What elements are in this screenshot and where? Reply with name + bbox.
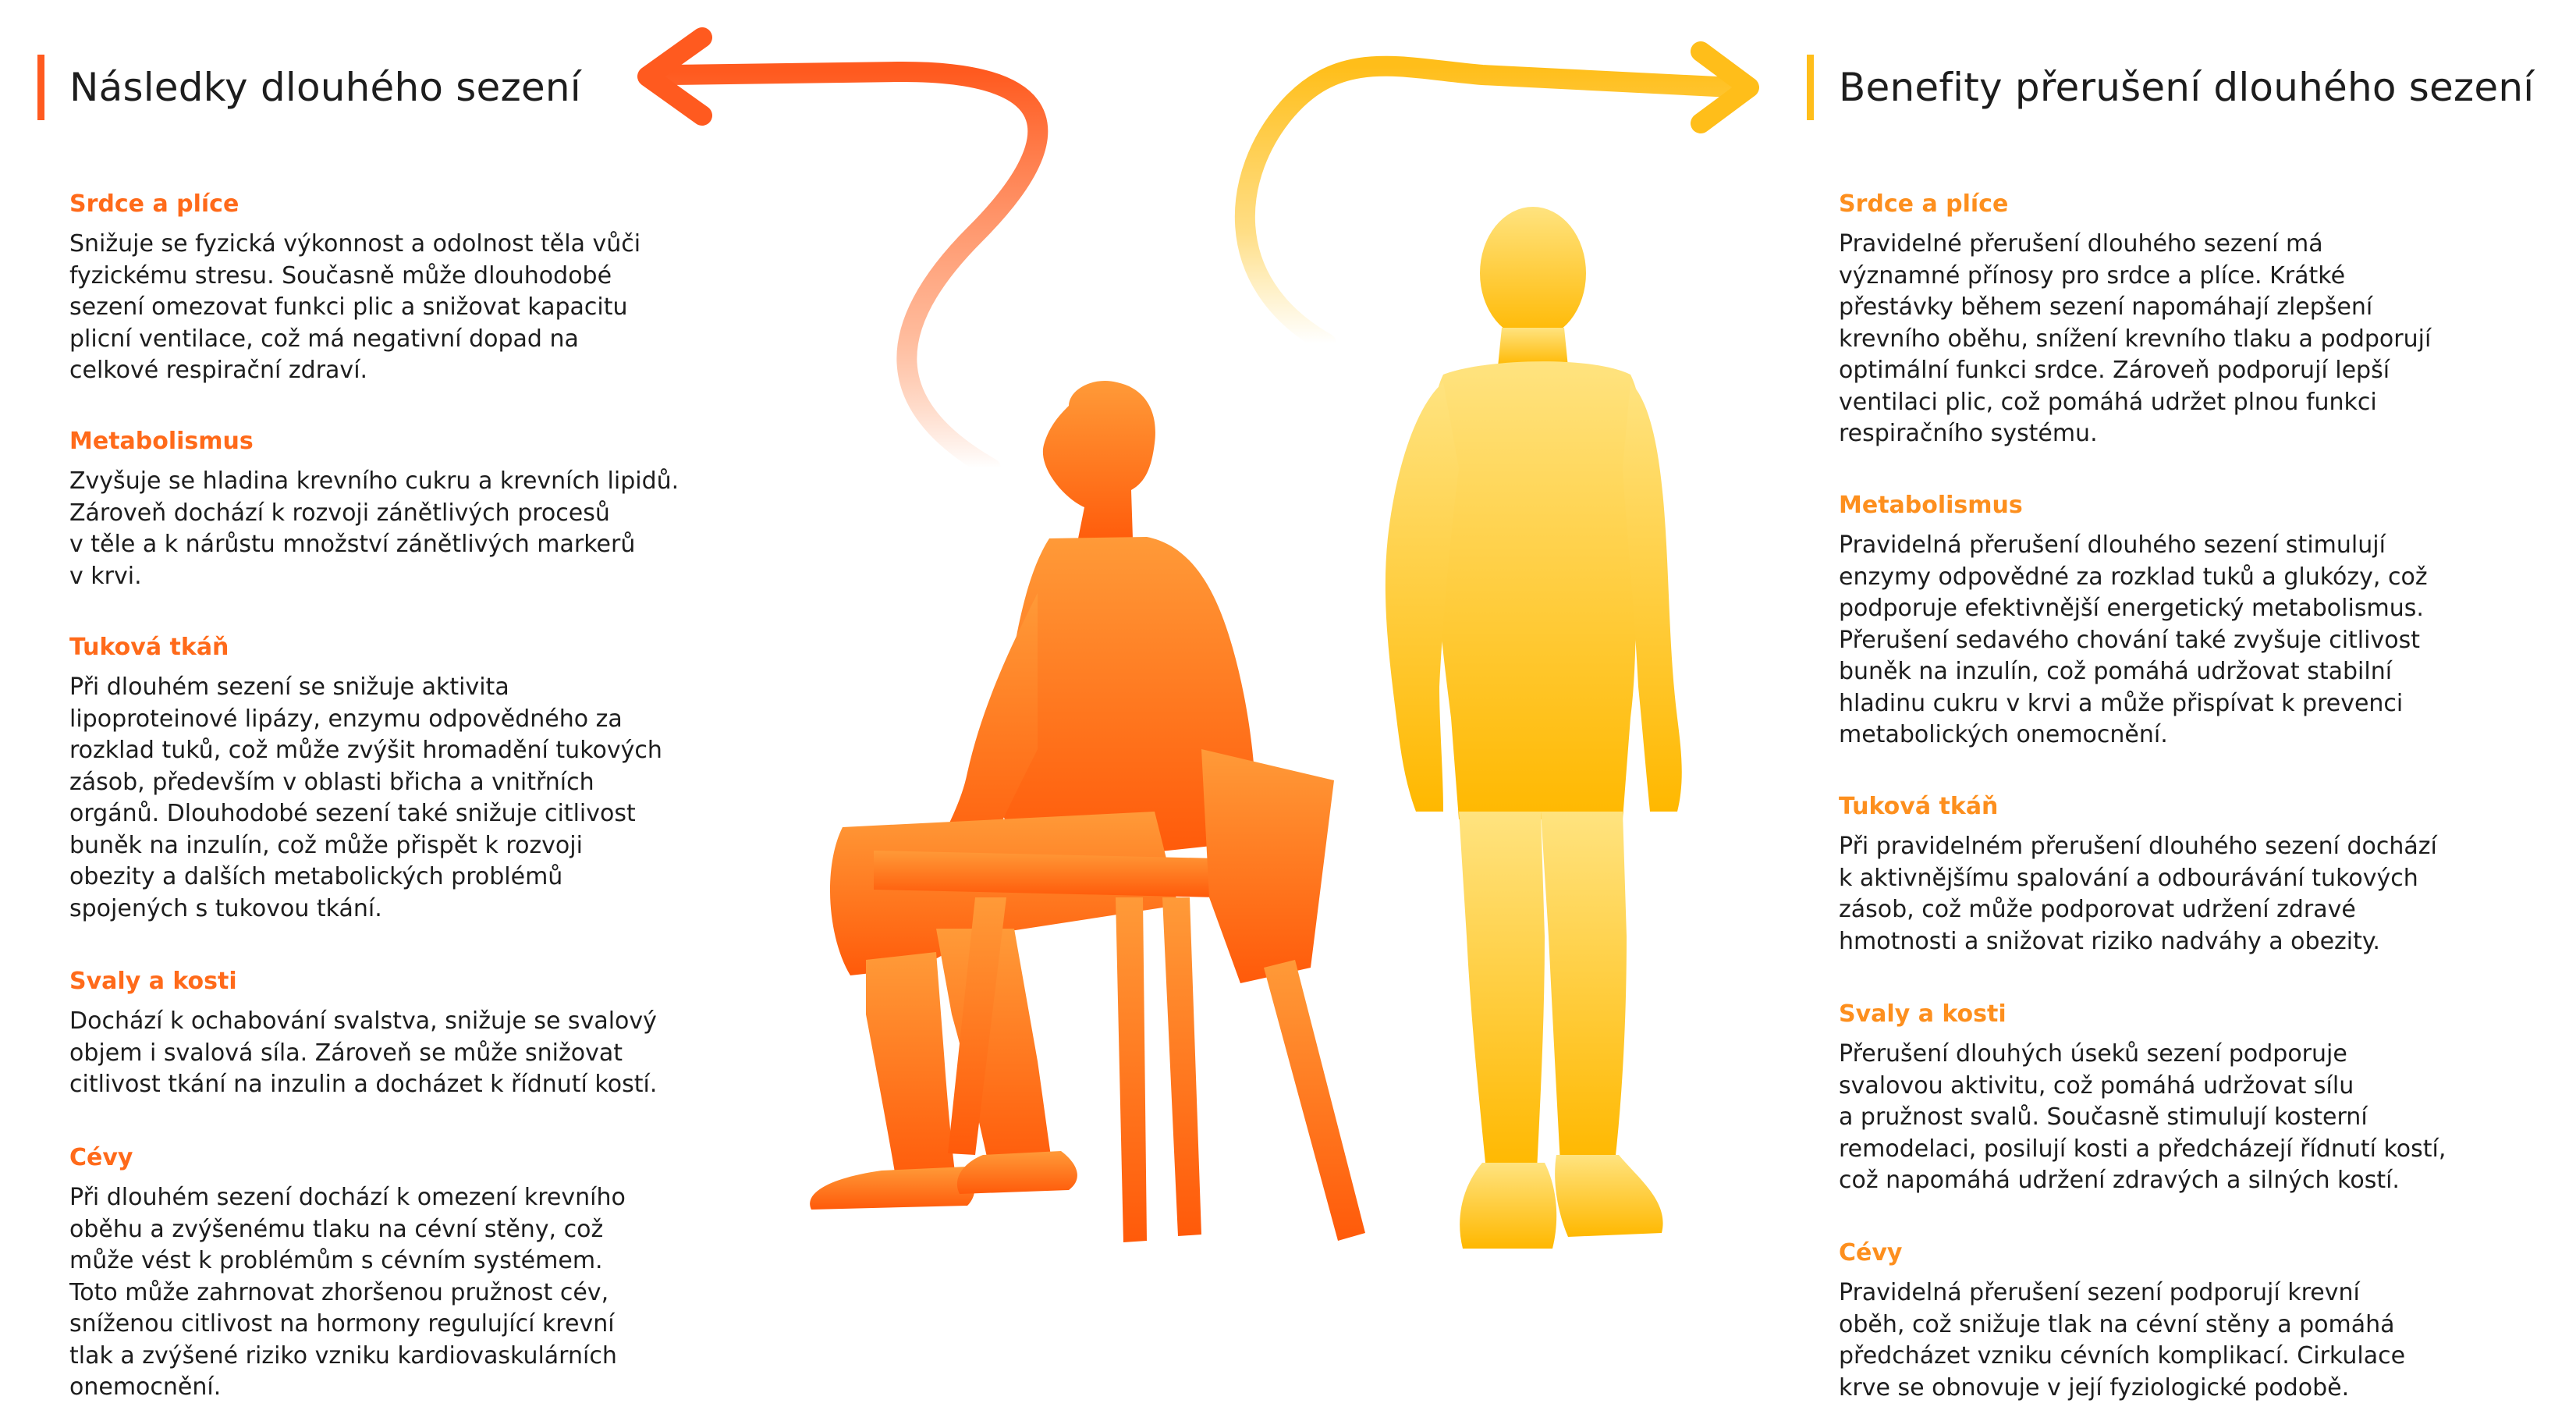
section-title: Metabolismus <box>1839 492 2023 519</box>
right-section-metabolism: Metabolismus Pravidelná přerušení dlouhé… <box>1839 492 2533 751</box>
right-section-heart-lungs: Srdce a plíce Pravidelné přerušení dlouh… <box>1839 190 2533 450</box>
right-section-vessels: Cévy Pravidelná přerušení sezení podporu… <box>1839 1239 2533 1404</box>
section-body: Při dlouhém sezení se snižuje aktivita l… <box>69 673 662 922</box>
section-title: Tuková tkáň <box>69 634 229 661</box>
section-body: Dochází k ochabování svalstva, snižuje s… <box>69 1007 658 1098</box>
left-section-fat-tissue: Tuková tkáň Při dlouhém sezení se snižuj… <box>69 634 764 925</box>
left-heading-accent-bar <box>37 55 44 120</box>
right-section-fat-tissue: Tuková tkáň Při pravidelném přerušení dl… <box>1839 793 2533 957</box>
section-body: Zvyšuje se hladina krevního cukru a krev… <box>69 467 679 590</box>
section-body: Pravidelná přerušení dlouhého sezení sti… <box>1839 531 2428 748</box>
left-section-heart-lungs: Srdce a plíce Snižuje se fyzická výkonno… <box>69 190 764 387</box>
section-body: Snižuje se fyzická výkonnost a odolnost … <box>69 230 641 384</box>
right-heading: Benefity přerušení dlouhého sezení <box>1807 55 2534 120</box>
section-body: Přerušení dlouhých úseků sezení podporuj… <box>1839 1040 2446 1194</box>
section-title: Srdce a plíce <box>69 190 240 218</box>
left-section-muscles-bones: Svaly a kosti Dochází k ochabování svals… <box>69 968 764 1101</box>
left-section-vessels: Cévy Při dlouhém sezení dochází k omezen… <box>69 1144 764 1404</box>
section-title: Tuková tkáň <box>1839 793 1999 820</box>
left-heading-text: Následky dlouhého sezení <box>69 65 581 110</box>
sitting-person-silhouette <box>810 381 1365 1242</box>
standing-person-silhouette <box>1385 207 1682 1249</box>
section-title: Metabolismus <box>69 428 254 455</box>
section-title: Srdce a plíce <box>1839 190 2009 218</box>
section-body: Při dlouhém sezení dochází k omezení kre… <box>69 1184 626 1401</box>
section-body: Při pravidelném přerušení dlouhého sezen… <box>1839 833 2437 955</box>
section-body: Pravidelná přerušení sezení podporují kr… <box>1839 1279 2406 1402</box>
section-body: Pravidelné přerušení dlouhého sezení má … <box>1839 230 2432 447</box>
left-heading: Následky dlouhého sezení <box>37 55 581 120</box>
section-title: Cévy <box>69 1144 133 1171</box>
arrow-right-icon <box>1234 41 1759 354</box>
right-section-muscles-bones: Svaly a kosti Přerušení dlouhých úseků s… <box>1839 1000 2533 1197</box>
section-title: Svaly a kosti <box>69 968 237 995</box>
right-heading-accent-bar <box>1807 55 1814 120</box>
left-section-metabolism: Metabolismus Zvyšuje se hladina krevního… <box>69 428 764 592</box>
right-heading-text: Benefity přerušení dlouhého sezení <box>1839 65 2535 110</box>
section-title: Svaly a kosti <box>1839 1000 2007 1028</box>
section-title: Cévy <box>1839 1239 1903 1267</box>
